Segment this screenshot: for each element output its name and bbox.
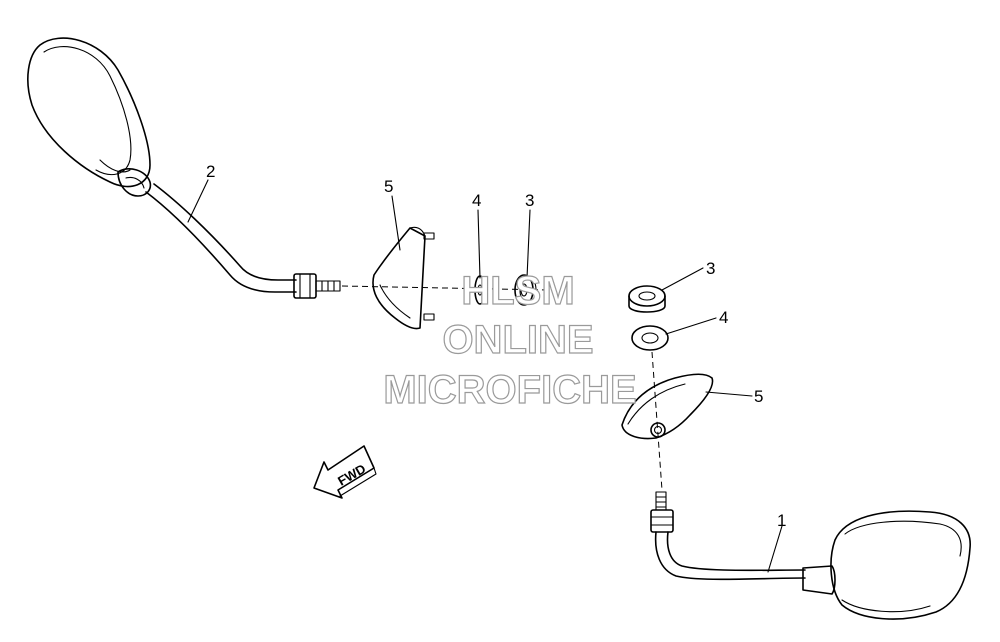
watermark: HLSM ONLINE MICROFICHE [383,268,638,412]
callout-leaders [187,179,783,573]
right-cover [621,373,714,440]
left-nut [514,274,537,306]
right-assembly-axis [651,351,663,491]
left-mirror-head [27,37,151,188]
watermark-line-3: MICROFICHE [383,368,636,412]
right-mirror-head [830,510,971,620]
right-mirror-assembly [650,491,971,620]
left-mirror-stem [145,191,297,293]
right-nut [628,285,666,313]
left-mirror-assembly [27,37,341,299]
callout-4-left-washer: 4 [472,191,481,210]
left-stem-nut [293,273,317,299]
fwd-arrow-label: FWD [335,461,368,489]
fwd-arrow-icon: FWD [313,445,377,499]
right-stem-nut [650,509,674,533]
callout-5-left-cover: 5 [384,177,393,196]
callout-1-right-mirror: 1 [777,511,786,530]
callout-5-right-cover: 5 [754,387,763,406]
callout-3-right-nut: 3 [706,259,715,278]
left-cover [372,226,435,330]
watermark-line-1: HLSM [461,269,574,313]
callout-3-left-nut: 3 [525,191,534,210]
left-assembly-axis [341,285,549,291]
right-mirror-stem [654,531,806,581]
callout-2-left-mirror: 2 [206,162,215,181]
callout-4-right-washer: 4 [719,308,728,327]
left-mirror-collar [117,168,152,197]
watermark-line-2: ONLINE [442,318,593,362]
right-washer [631,325,669,351]
